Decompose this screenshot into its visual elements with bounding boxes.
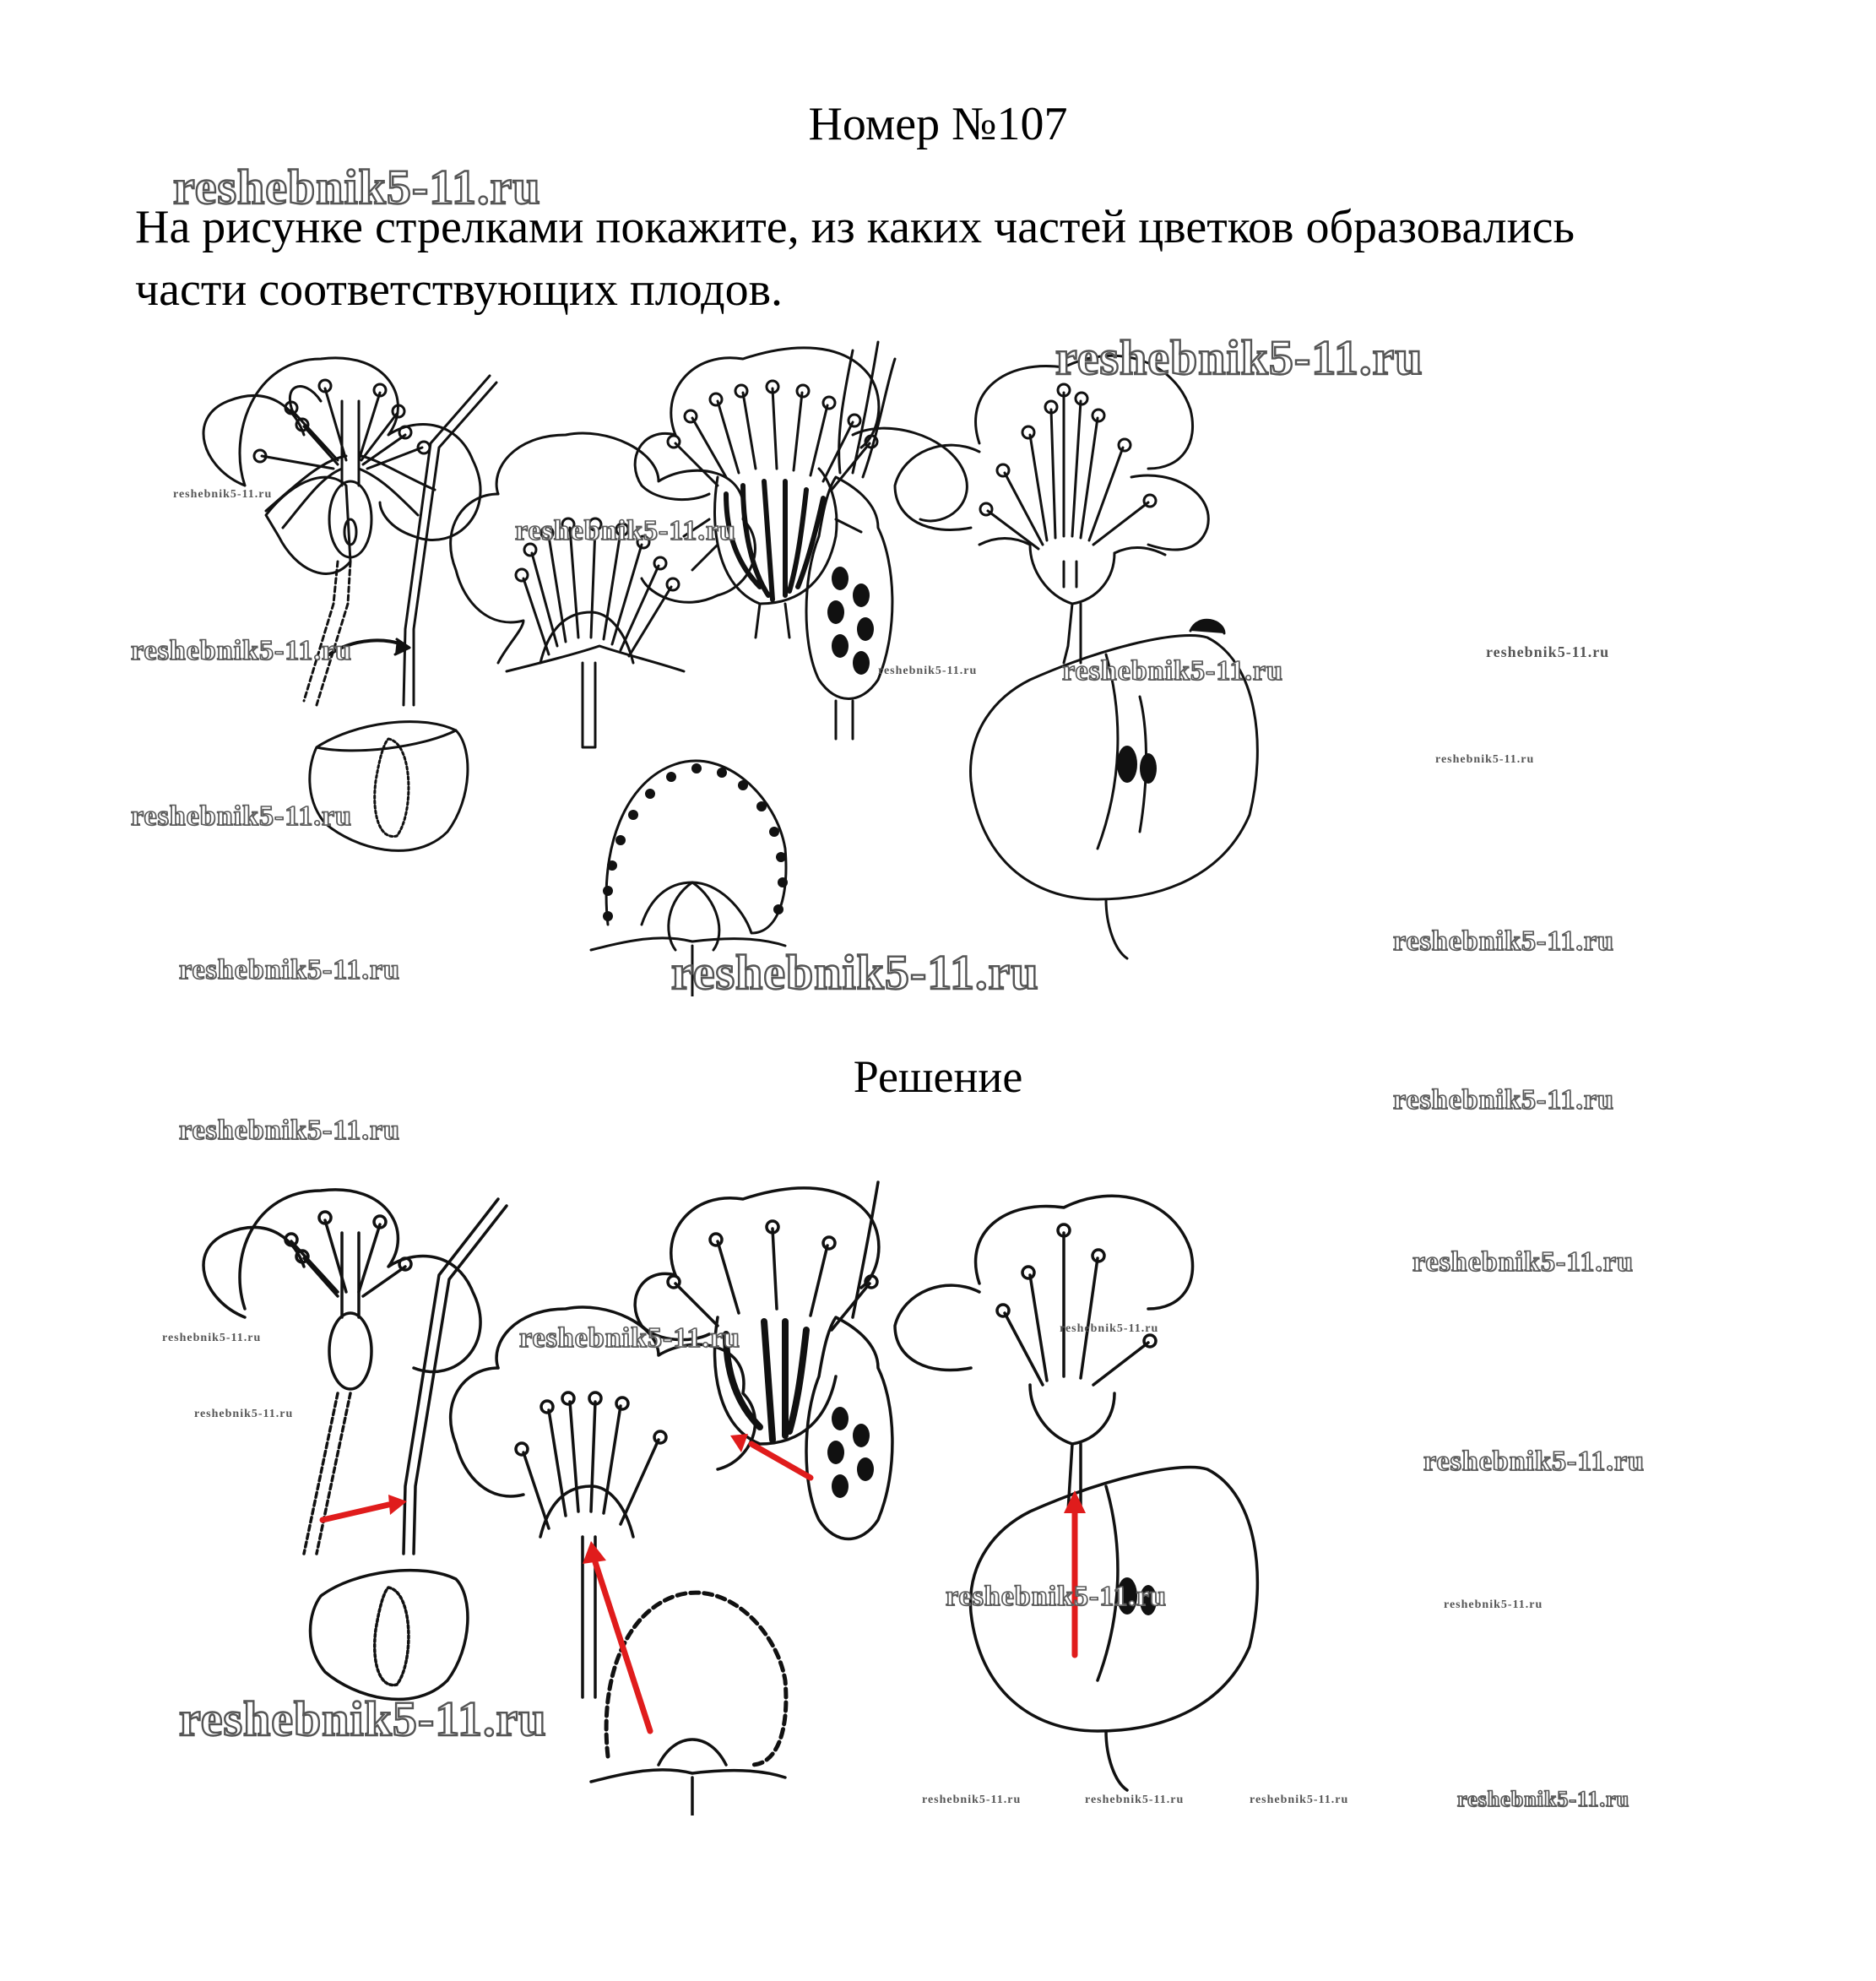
task-line-2: части соответствующих плодов. [135,263,783,316]
watermark: reshebnik5-11.ru [878,665,978,677]
watermark: reshebnik5-11.ru [945,1580,1167,1613]
watermark: reshebnik5-11.ru [1435,753,1535,766]
watermark: reshebnik5-11.ru [1060,1322,1159,1335]
solution-rose-hip [635,1182,892,1539]
arrow-strawberry [583,1541,650,1731]
solution-apple [895,1196,1257,1790]
cherry-fruit [310,722,468,851]
arrow-rose-hip [730,1434,811,1478]
watermark: reshebnik5-11.ru [1061,654,1283,687]
watermark: reshebnik5-11.ru [1392,1083,1614,1116]
watermark: reshebnik5-11.ru [173,488,273,501]
watermark: reshebnik5-11.ru [1456,1786,1630,1812]
task-line-1: На рисунке стрелками покажите, из каких … [135,201,1575,253]
watermark: reshebnik5-11.ru [178,1691,547,1747]
watermark: reshebnik5-11.ru [514,514,736,547]
strawberry-flower [451,433,756,747]
rose-hip-fruit [806,342,895,739]
apple-flower [895,355,1208,663]
flowers-and-fruits-figure [135,308,1537,996]
solution-cherry-flower [203,1190,507,1700]
watermark: reshebnik5-11.ru [130,800,352,833]
watermark: reshebnik5-11.ru [1444,1598,1543,1611]
answer-arrows [323,1434,1086,1731]
watermark: reshebnik5-11.ru [1423,1445,1645,1478]
watermark: reshebnik5-11.ru [178,1114,400,1147]
watermark: reshebnik5-11.ru [1486,643,1610,660]
solution-strawberry [451,1307,786,1815]
task-text: На рисунке стрелками покажите, из каких … [135,196,1722,321]
watermark: reshebnik5-11.ru [178,953,400,986]
watermark: reshebnik5-11.ru [162,1332,262,1344]
watermark: reshebnik5-11.ru [194,1408,294,1420]
page-title: Номер №107 [808,98,1068,150]
watermark: reshebnik5-11.ru [1055,329,1423,386]
rose-hip-flower [635,348,967,638]
apple-fruit [971,620,1258,958]
watermark: reshebnik5-11.ru [1250,1794,1349,1806]
watermark: reshebnik5-11.ru [130,634,352,667]
watermark: reshebnik5-11.ru [670,944,1039,1001]
watermark: reshebnik5-11.ru [922,1794,1022,1806]
watermark: reshebnik5-11.ru [172,159,541,215]
cherry-flower [203,358,496,705]
strawberry-fruit [591,761,788,996]
arrow-cherry [323,1495,407,1520]
arrow-apple [1064,1490,1086,1655]
watermark: reshebnik5-11.ru [1412,1246,1634,1278]
watermark: reshebnik5-11.ru [1085,1794,1185,1806]
watermark: reshebnik5-11.ru [518,1322,740,1354]
watermark: reshebnik5-11.ru [1392,925,1614,958]
solution-heading: Решение [853,1051,1023,1102]
solution-figure [135,1157,1570,1815]
